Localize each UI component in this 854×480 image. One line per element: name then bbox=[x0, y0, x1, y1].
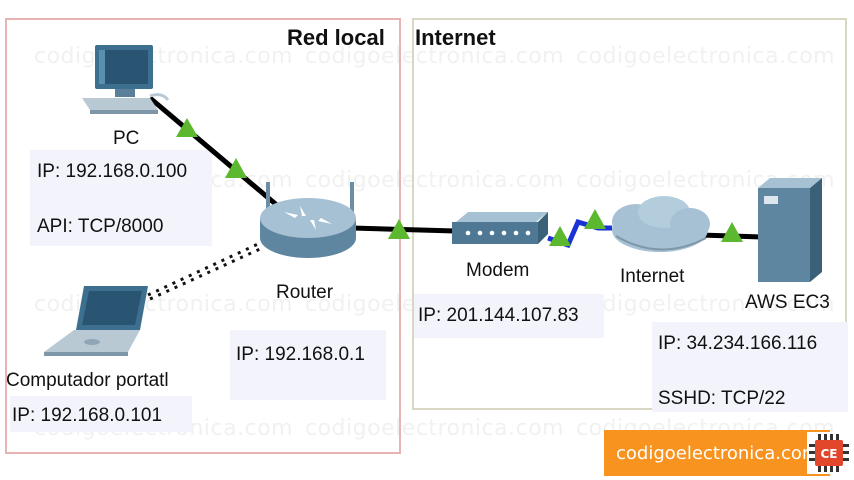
chip-logo-text: CE bbox=[820, 447, 837, 461]
cloud-icon bbox=[612, 196, 710, 252]
pc-info-box bbox=[30, 150, 212, 246]
link-status-up-icon bbox=[388, 219, 410, 239]
cloud-label: Internet bbox=[620, 266, 685, 287]
link-status-up-icon bbox=[721, 222, 743, 242]
chip-logo-icon: CE bbox=[807, 432, 851, 474]
internet-zone bbox=[412, 18, 847, 410]
modem-label: Modem bbox=[466, 260, 530, 281]
laptop-router-wireless-link-shade bbox=[149, 247, 261, 301]
watermark-text: codigoelectronica.com bbox=[34, 292, 294, 317]
link-status-up-icon bbox=[549, 226, 571, 246]
router-label: Router bbox=[276, 282, 334, 303]
internet-zone-title: Internet bbox=[415, 25, 496, 50]
link-status-up-icon bbox=[584, 209, 606, 229]
brand-text: codigoelectronica.com bbox=[616, 442, 820, 464]
router-info-box bbox=[230, 330, 386, 400]
watermark-text: codigoelectronica.com bbox=[305, 168, 565, 193]
link-status-up-icon bbox=[225, 158, 247, 178]
pc-api-port: API: TCP/8000 bbox=[37, 216, 164, 237]
watermark-text: codigoelectronica.com bbox=[34, 44, 294, 69]
laptop-ip: IP: 192.168.0.101 bbox=[12, 405, 163, 426]
watermark-text: codigoelectronica.com bbox=[576, 292, 836, 317]
router-icon bbox=[260, 182, 356, 258]
pc-label: PC bbox=[113, 128, 140, 149]
pc-icon bbox=[82, 45, 170, 114]
server-label: AWS EC3 bbox=[745, 292, 830, 313]
server-ssh-port: SSHD: TCP/22 bbox=[658, 388, 786, 409]
router-ip: IP: 192.168.0.1 bbox=[236, 344, 365, 365]
pc-router-link bbox=[148, 96, 287, 214]
modem-info-box bbox=[414, 294, 604, 338]
laptop-info-box bbox=[10, 396, 192, 432]
watermark-text: codigoelectronica.com bbox=[305, 416, 565, 441]
modem-icon bbox=[452, 212, 548, 244]
laptop-label: Computador portatl bbox=[6, 370, 169, 391]
server-ip: IP: 34.234.166.116 bbox=[658, 333, 818, 354]
watermark-text: codigoelectronica.com bbox=[576, 44, 836, 69]
watermark-text: codigoelectronica.com bbox=[305, 44, 565, 69]
server-info-box bbox=[652, 322, 848, 412]
laptop-router-wireless-link bbox=[147, 242, 259, 297]
server-icon bbox=[758, 178, 822, 282]
laptop-icon bbox=[44, 286, 148, 356]
brand-banner: codigoelectronica.com bbox=[604, 430, 830, 476]
pc-ip: IP: 192.168.0.100 bbox=[37, 161, 188, 182]
modem-ip: IP: 201.144.107.83 bbox=[418, 305, 579, 326]
link-status-up-icon bbox=[176, 118, 198, 137]
local-network-title: Red local bbox=[287, 25, 385, 50]
